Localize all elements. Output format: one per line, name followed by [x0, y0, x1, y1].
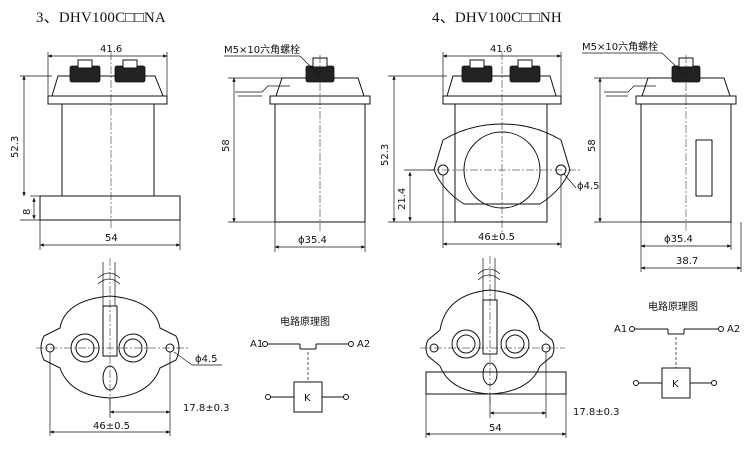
na-flange-height-label: 8	[22, 209, 33, 215]
nh-front-view: 41.6 52.3 21.4 ϕ4.5 46±0.5	[380, 44, 600, 248]
nh-mount-height-label: 21.4	[397, 188, 408, 210]
title-dhv100c-nh: 4、DHV100C□□NH	[432, 10, 562, 26]
na-circuit-diagram: 电路原理图 A1 A2 K	[250, 315, 370, 413]
nh-bottom-view: 17.8±0.3 54	[420, 256, 620, 438]
nh-front-width-label: 41.6	[490, 44, 512, 55]
nh-base-width-label: 54	[489, 423, 502, 434]
na-bottom-pitch-label: 46±0.5	[93, 421, 130, 432]
nh-circuit-a1: A1	[614, 324, 627, 335]
na-circuit-a1: A1	[250, 339, 263, 350]
na-front-view: 41.6 52.3 8 54	[10, 44, 181, 250]
na-front-height-label: 52.3	[10, 136, 21, 158]
nh-circuit-a2: A2	[727, 324, 740, 335]
na-side-view: M5×10六角螺栓 58 ϕ35.4	[221, 43, 371, 252]
na-bottom-view: ϕ4.5 17.8±0.3 46±0.5	[36, 258, 230, 436]
na-bottom-offset-label: 17.8±0.3	[183, 403, 230, 414]
nh-front-height-label: 52.3	[380, 144, 391, 166]
na-side-height-label: 58	[221, 139, 232, 152]
na-circuit-a2: A2	[357, 339, 370, 350]
na-bottom-hole-label: ϕ4.5	[195, 354, 218, 365]
title-dhv100c-na: 3、DHV100C□□NA	[36, 10, 166, 26]
nh-bottom-offset-label: 17.8±0.3	[573, 407, 620, 418]
nh-circuit-coil: K	[672, 379, 679, 390]
nh-bolt-label: M5×10六角螺栓	[582, 40, 658, 53]
na-base-width-label: 54	[105, 233, 118, 244]
nh-pitch-label: 46±0.5	[478, 232, 515, 243]
nh-circuit-diagram: 电路原理图 A1 A2 K	[614, 300, 740, 399]
nh-side-diameter-label: ϕ35.4	[664, 234, 693, 245]
na-front-width-label: 41.6	[100, 44, 122, 55]
na-circuit-title: 电路原理图	[280, 315, 330, 328]
nh-side-depth-label: 38.7	[676, 256, 698, 267]
nh-hole-label: ϕ4.5	[577, 181, 600, 192]
nh-side-view: M5×10六角螺栓 58 ϕ35.4 38.7	[582, 40, 742, 272]
na-side-diameter-label: ϕ35.4	[298, 235, 327, 246]
nh-side-height-label: 58	[587, 139, 598, 152]
nh-circuit-title: 电路原理图	[648, 300, 698, 313]
na-circuit-coil: K	[304, 393, 311, 404]
na-bolt-label: M5×10六角螺栓	[224, 43, 300, 56]
